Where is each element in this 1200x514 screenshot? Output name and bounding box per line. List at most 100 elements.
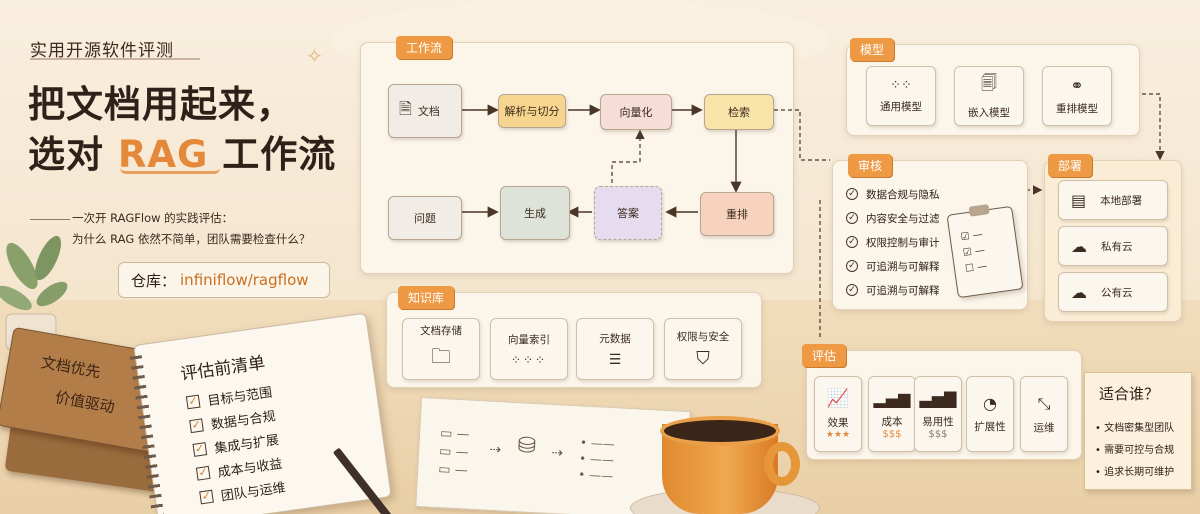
knowledge-card-security[interactable]: 权限与安全⛉: [664, 318, 742, 380]
review-tag: 审核: [848, 154, 893, 177]
notebook-item-label: 成本与收益: [216, 456, 284, 481]
review-item-label: 权限控制与审计: [866, 236, 940, 249]
models-tag: 模型: [850, 38, 895, 61]
grid-dots-icon: ⁘⁘⁘: [510, 352, 548, 367]
card-label: 效果: [827, 417, 849, 429]
checkbox-icon[interactable]: ✓: [192, 441, 208, 457]
card-rating: $$$: [882, 428, 902, 440]
eval-card-cost[interactable]: ▂▄▆ 成本$$$: [868, 376, 916, 452]
card-label: 公有云: [1101, 286, 1133, 299]
sketch-arrow-icon: ⇢: [488, 441, 502, 459]
review-item-label: 数据合规与隐私: [866, 188, 940, 201]
node-label: 答案: [617, 207, 639, 220]
notebook-item-label: 目标与范围: [206, 385, 274, 410]
node-label: 重排: [726, 208, 748, 221]
check-circle-icon: ✓: [846, 260, 858, 272]
book-title-2: 价值驱动: [53, 388, 116, 417]
expand-arrows-icon: ⤡: [1037, 393, 1051, 413]
workflow-node-vectorize[interactable]: 向量化: [600, 94, 672, 130]
eval-card-usability[interactable]: ▃▅▇易用性$$$: [914, 376, 962, 452]
sketch-list-icon: • ——• ——• ——: [577, 435, 616, 484]
document-icon: 🗎: [399, 98, 412, 118]
checkbox-icon[interactable]: ✓: [185, 394, 201, 410]
workflow-node-document[interactable]: 🗎 文档: [388, 84, 462, 138]
workflow-node-answer[interactable]: 答案: [594, 186, 662, 240]
review-item[interactable]: ✓ 数据合规与隐私: [846, 182, 940, 206]
workflow-node-generate[interactable]: 生成: [500, 186, 570, 240]
checkbox-icon[interactable]: ✓: [195, 465, 211, 481]
repo-value[interactable]: infiniflow/ragflow: [180, 271, 309, 289]
workflow-node-parse[interactable]: 解析与切分: [498, 94, 566, 128]
fit-note: 适合谁？ • 文档密集型团队 • 需要可控与合规 • 追求长期可维护: [1084, 372, 1192, 490]
workflow-node-rerank[interactable]: 重排: [700, 192, 774, 236]
deploy-card-private-cloud[interactable]: ☁ 私有云: [1058, 226, 1168, 266]
connector-arrows-right: [819, 93, 1165, 340]
subtitle-line-1: 一次开 RAGFlow 的实践评估：: [72, 211, 234, 225]
folder-icon: 🗀: [431, 343, 451, 368]
review-list: ✓数据合规与隐私 ✓内容安全与过滤 ✓权限控制与审计 ✓可追溯与可解释 ✓可追溯…: [846, 182, 940, 302]
deploy-card-local[interactable]: ▤ 本地部署: [1058, 180, 1168, 220]
title-line-1: 把文档用起来，: [28, 83, 294, 126]
repo-badge[interactable]: 仓库：infiniflow/ragflow: [118, 262, 330, 298]
model-card-rerank[interactable]: ⚭重排模型: [1042, 66, 1112, 126]
review-item[interactable]: ✓ 内容安全与过滤: [846, 206, 940, 230]
workflow-tag: 工作流: [396, 36, 453, 59]
check-circle-icon: ✓: [846, 212, 858, 224]
eval-card-effect[interactable]: 📈效果★★★: [814, 376, 862, 452]
checkbox-icon[interactable]: ✓: [189, 418, 204, 434]
card-label: 元数据: [599, 332, 631, 345]
server-icon: ▤: [1071, 190, 1087, 210]
card-label: 本地部署: [1100, 194, 1143, 207]
title-underline-swoosh: [120, 168, 220, 174]
document-stack-icon: 🗐: [981, 73, 997, 92]
check-circle-icon: ✓: [846, 236, 858, 248]
card-label: 易用性: [922, 415, 954, 428]
cloud-lock-icon: ☁: [1071, 236, 1087, 256]
model-card-embedding[interactable]: 🗐 嵌入模型: [954, 66, 1024, 126]
check-circle-icon: ✓: [846, 188, 858, 200]
deploy-card-public-cloud[interactable]: ☁公有云: [1058, 272, 1168, 312]
checkbox-icon[interactable]: ✓: [199, 489, 214, 505]
workflow-node-retrieve[interactable]: 检索: [704, 94, 774, 130]
notebook-item-label: 团队与运维: [220, 480, 287, 505]
deploy-tag: 部署: [1048, 154, 1093, 177]
card-label: 重排模型: [1056, 103, 1098, 115]
book-title-1: 文档优先: [39, 353, 102, 382]
card-label: 权限与安全: [676, 331, 730, 343]
knowledge-card-metadata[interactable]: 元数据☰: [576, 318, 654, 380]
checklist-notebook: 评估前清单 ✓目标与范围 ✓数据与合规 ✓集成与扩展 ✓成本与收益 ✓团队与运维: [129, 312, 392, 514]
review-item[interactable]: ✓可追溯与可解释: [846, 254, 940, 278]
review-item-label: 内容安全与过滤: [866, 212, 940, 225]
sparkle-icon: ✧: [306, 44, 323, 68]
gauge-icon: ◔: [983, 394, 997, 413]
workflow-arrows: [462, 104, 830, 218]
fit-title: 适合谁？: [1099, 385, 1160, 403]
knowledge-card-index[interactable]: 向量索引⁘⁘⁘: [490, 318, 568, 380]
check-circle-icon: ✓: [846, 284, 858, 296]
review-item[interactable]: ✓ 权限控制与审计: [846, 230, 940, 254]
eval-card-scalability[interactable]: ◔扩展性: [966, 376, 1014, 452]
knowledge-tag: 知识库: [398, 286, 455, 309]
card-label: 嵌入模型: [968, 107, 1010, 119]
bar-chart-icon: ▂▄▆: [873, 388, 911, 408]
notebook-item-label: 集成与扩展: [213, 432, 280, 457]
node-label: 生成: [524, 207, 546, 220]
sketch-doc-icon: ▭ —▭ —▭ —: [437, 426, 470, 479]
model-card-general[interactable]: ⁘⁘通用模型: [866, 66, 936, 126]
sketch-database-icon: ⛁: [516, 433, 537, 460]
card-label: 成本: [881, 415, 903, 428]
dot-grid-icon: ⁘⁘: [890, 78, 912, 93]
card-rating: $$$: [928, 428, 948, 440]
eval-card-operations[interactable]: ⤡ 运维: [1020, 376, 1068, 452]
node-label: 文档: [417, 105, 440, 118]
notebook-item-label: 数据与合规: [210, 409, 277, 434]
workflow-node-question[interactable]: 问题: [388, 196, 462, 240]
knowledge-card-storage[interactable]: 文档存储🗀: [402, 318, 480, 380]
subtitle-line-2: 为什么 RAG 依然不简单，团队需要检查什么？: [72, 232, 311, 246]
card-label: 私有云: [1101, 240, 1133, 253]
review-item[interactable]: ✓ 可追溯与可解释: [846, 278, 940, 302]
review-item-label: 可追溯与可解释: [866, 284, 940, 297]
node-label: 检索: [728, 106, 750, 119]
card-label: 运维: [1033, 421, 1055, 434]
trend-up-icon: 📈: [826, 388, 850, 409]
